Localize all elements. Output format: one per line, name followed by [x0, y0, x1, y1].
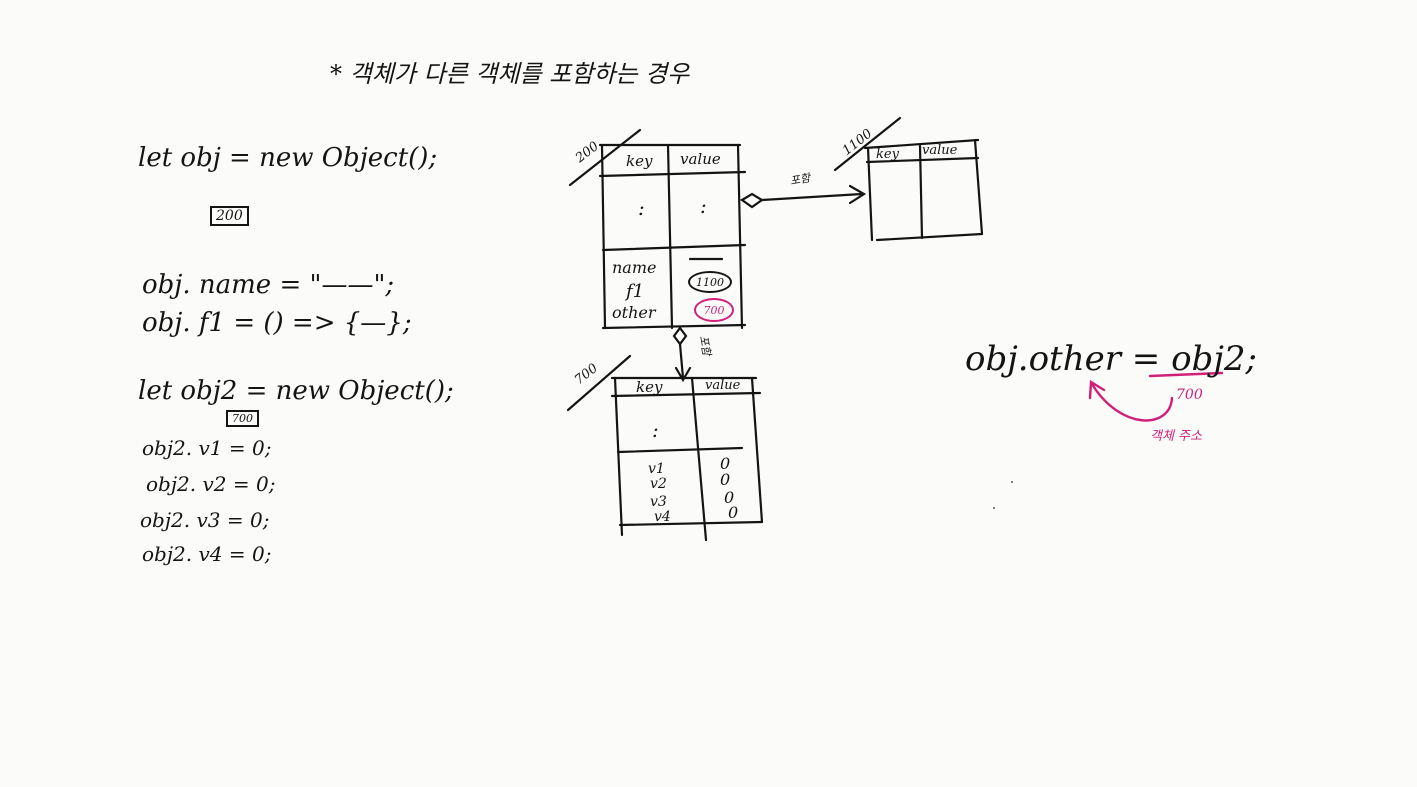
code-line-2: obj. name = "——";	[142, 270, 395, 300]
table-main-frame	[568, 128, 747, 330]
table-f1-header-key: key	[876, 147, 899, 162]
obj-address-badge: 200	[210, 206, 249, 226]
table-main-header-value: value	[680, 150, 721, 168]
table-obj2-row-key: v3	[650, 494, 667, 510]
assignment-note: 객체 주소	[1150, 429, 1202, 444]
table-main-row-other-value: 700	[694, 298, 734, 322]
assignment-address: 700	[1176, 387, 1203, 403]
table-main-dots-key: :	[638, 196, 645, 220]
table-f1-header-value: value	[922, 143, 958, 158]
code-line-3: obj. f1 = () => {—};	[142, 308, 412, 338]
table-obj2-header-key: key	[636, 378, 663, 396]
table-obj2-row-value: 0	[724, 488, 735, 507]
table-main-row-f1-value: 1100	[688, 271, 732, 293]
relation-arrow-f1	[739, 184, 867, 209]
assignment-statement: obj.other = obj2;	[965, 339, 1257, 379]
code-line-7: obj2. v3 = 0;	[140, 508, 270, 532]
table-main-row-name-key: name	[612, 258, 657, 277]
table-obj2-row-value: 0	[720, 454, 731, 473]
code-line-5: obj2. v1 = 0;	[142, 436, 272, 460]
page-title: * 객체가 다른 객체를 포함하는 경우	[330, 60, 690, 88]
code-line-6: obj2. v2 = 0;	[146, 472, 276, 496]
table-obj2-frame	[566, 354, 764, 542]
table-obj2-row-value: 0	[720, 470, 731, 489]
speck	[1011, 481, 1013, 483]
code-line-4: let obj2 = new Object();	[138, 376, 454, 406]
table-obj2-row-key: v2	[650, 476, 667, 492]
code-line-1: let obj = new Object();	[138, 143, 438, 173]
assignment-highlight	[1088, 371, 1224, 422]
table-main-dots-value: :	[700, 194, 707, 218]
table-main-row-other-key: other	[612, 303, 656, 322]
table-obj2-row-key: v1	[648, 461, 665, 477]
obj2-address-badge: 700	[226, 410, 259, 427]
table-main-header-key: key	[626, 152, 653, 170]
relation-label-f1: 포함	[789, 171, 812, 188]
table-obj2-header-value: value	[705, 378, 741, 393]
relation-label-obj2: 포함	[696, 334, 714, 357]
code-line-8: obj2. v4 = 0;	[142, 542, 272, 566]
table-obj2-row-value: 0	[728, 503, 739, 522]
relation-arrow-other	[672, 326, 692, 383]
speck	[993, 507, 995, 509]
table-f1-frame	[833, 116, 984, 242]
table-main-row-f1-key: f1	[626, 281, 645, 302]
table-obj2-dots-key: :	[652, 418, 659, 442]
table-obj2-row-key: v4	[654, 509, 671, 525]
